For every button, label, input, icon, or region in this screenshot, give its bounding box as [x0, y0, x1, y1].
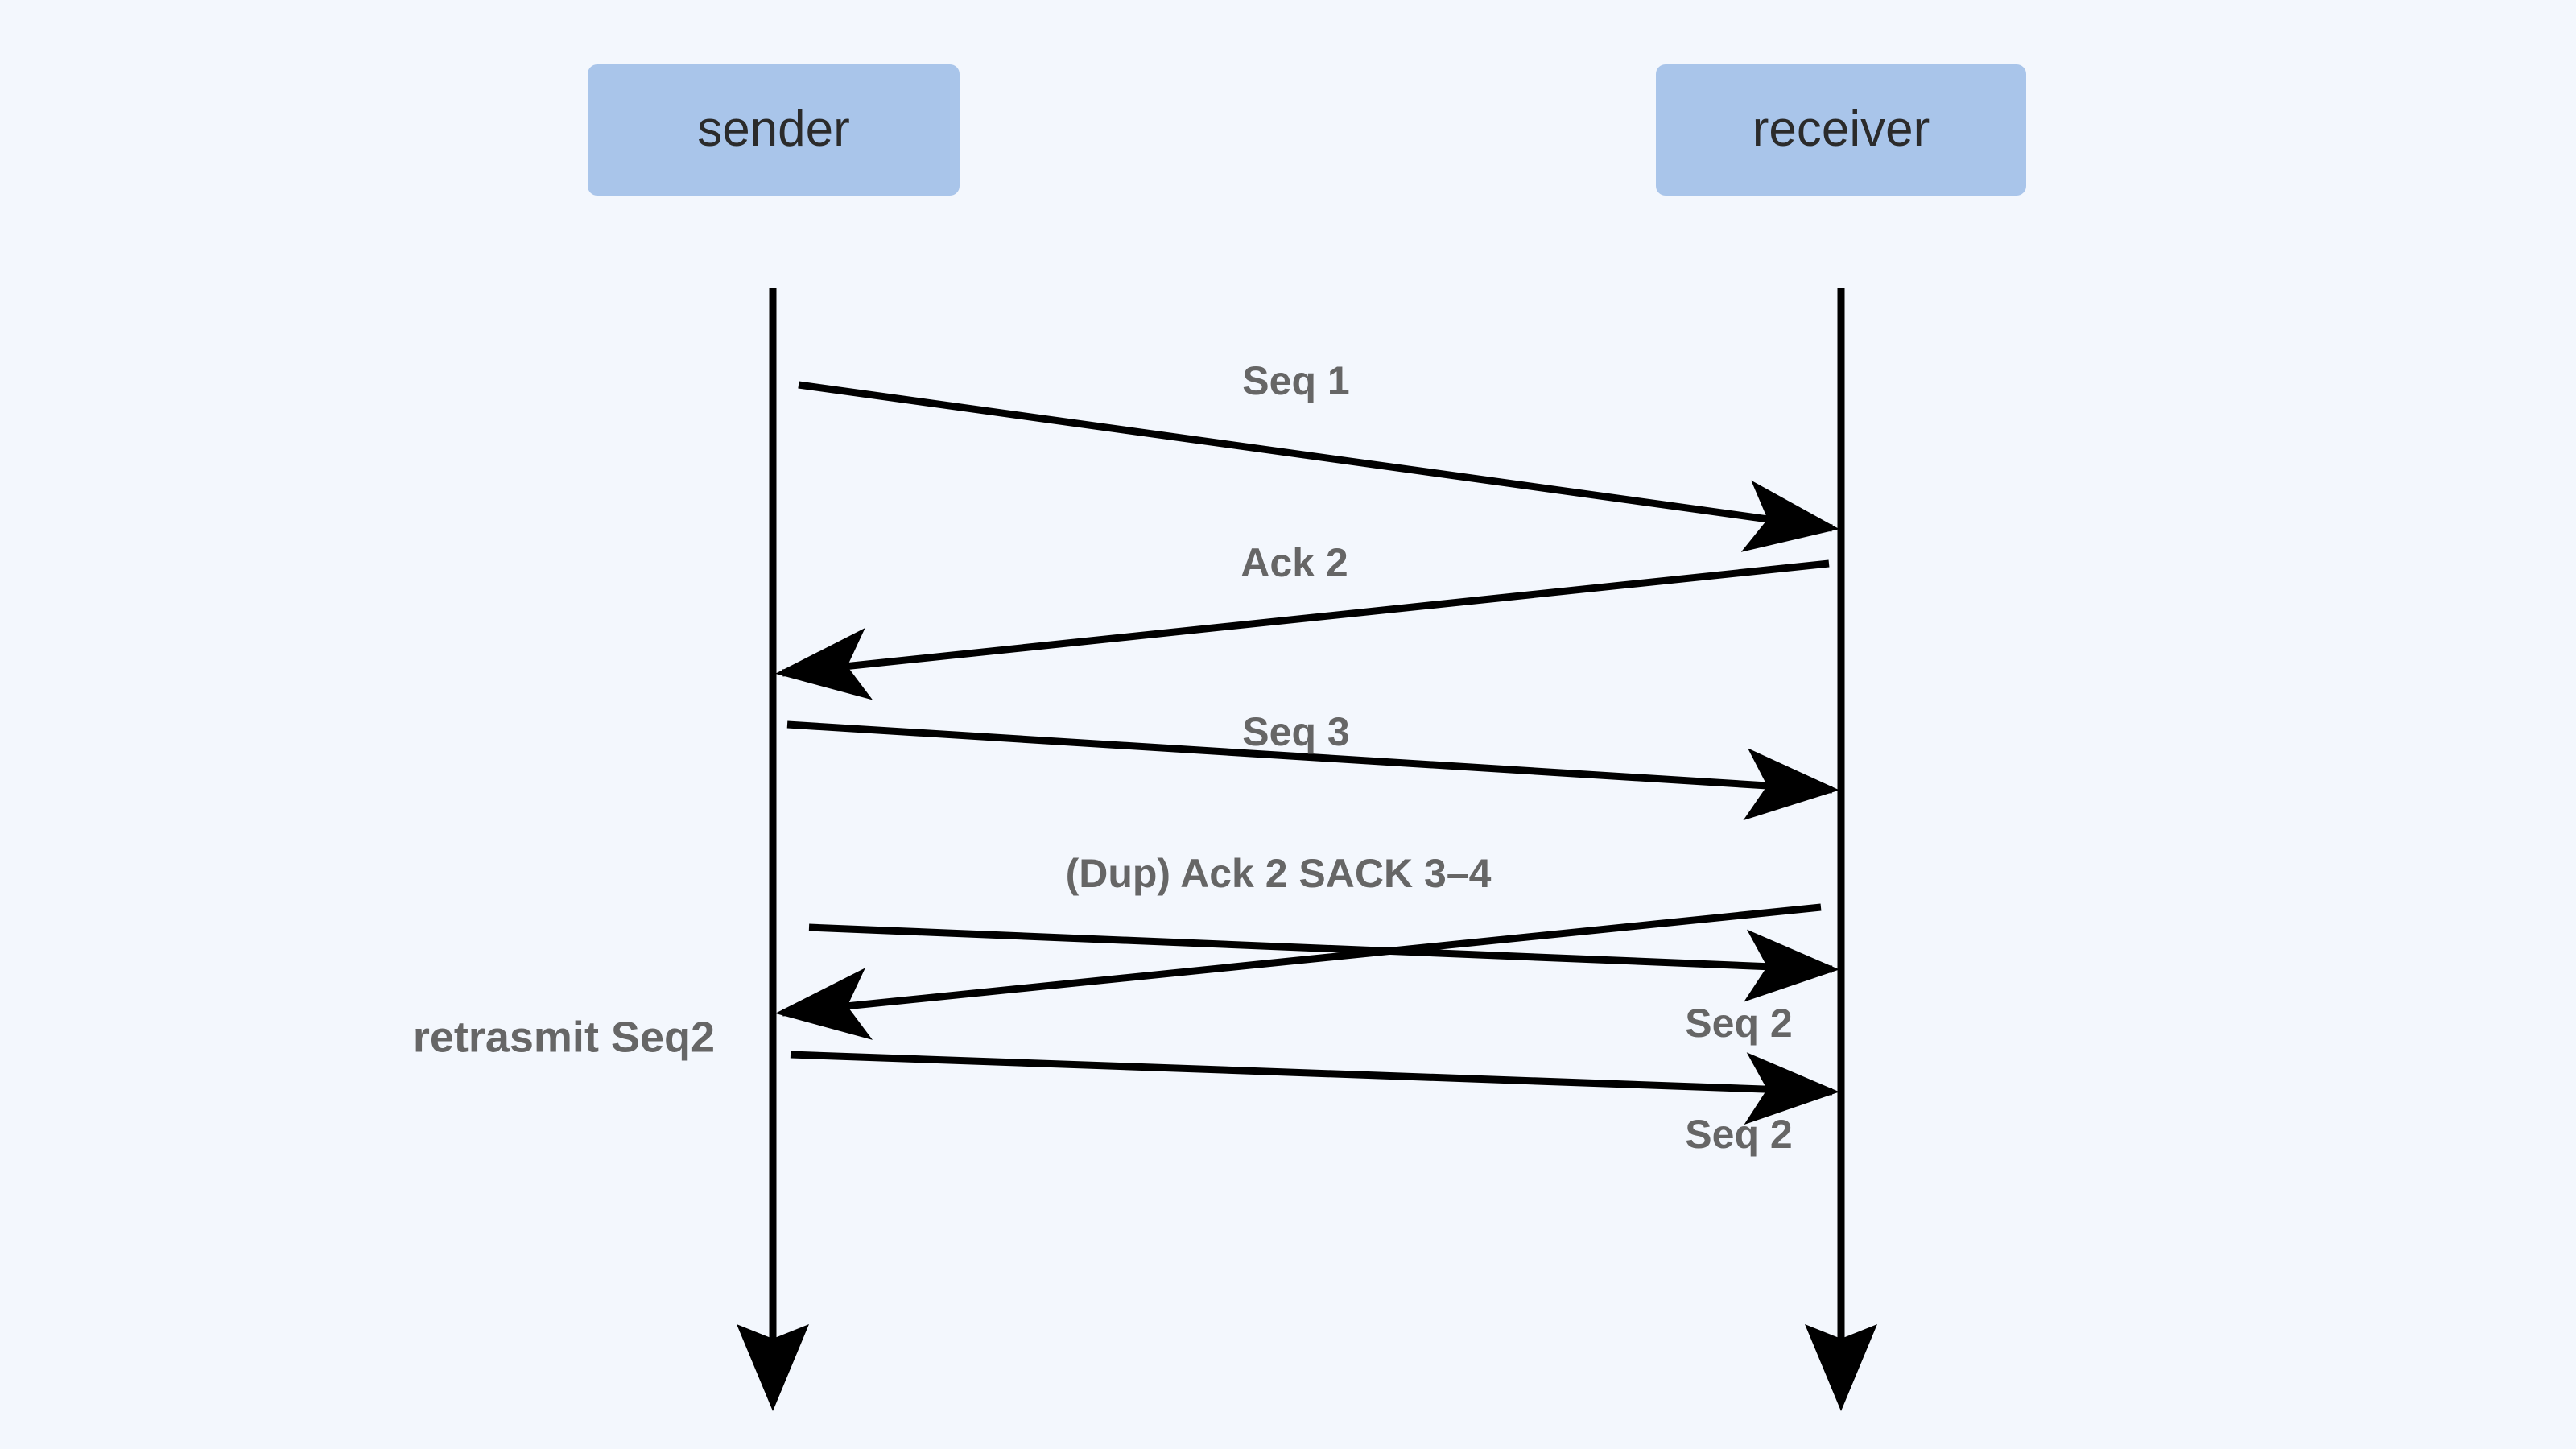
notes-group: retrasmit Seq2 [413, 1013, 715, 1061]
message-msg-seq-3: Seq 3 [786, 709, 1839, 821]
message-msg-seq-1: Seq 1 [798, 358, 1839, 552]
participant-label-sender: sender [697, 101, 850, 157]
message-arrow-msg-seq-3 [786, 720, 1839, 821]
message-arrow-msg-seq-1 [798, 381, 1839, 552]
message-label-msg-seq-3: Seq 3 [1242, 709, 1349, 754]
message-label-msg-seq-1: Seq 1 [1242, 358, 1349, 403]
note-note-retransmit: retrasmit Seq2 [413, 1013, 715, 1061]
message-label-msg-ack-2: Ack 2 [1241, 540, 1348, 585]
participant-sender[interactable]: sender [588, 64, 960, 196]
message-arrow-msg-seq-2-crossing [808, 923, 1839, 1002]
message-label-msg-dup-ack-2-sack: (Dup) Ack 2 SACK 3–4 [1066, 851, 1492, 896]
participant-box-sender[interactable] [588, 64, 960, 196]
message-label-msg-seq-2-retransmit: Seq 2 [1685, 1112, 1792, 1157]
message-label-msg-seq-2-crossing: Seq 2 [1685, 1001, 1792, 1046]
message-arrow-msg-ack-2 [775, 559, 1830, 700]
message-msg-seq-2-retransmit: Seq 2 [790, 1051, 1839, 1157]
message-msg-dup-ack-2-sack: (Dup) Ack 2 SACK 3–4 [775, 851, 1822, 1040]
lifelines-group [737, 288, 1877, 1411]
participants-group: sender receiver [588, 64, 2026, 196]
message-msg-seq-2-crossing: Seq 2 [808, 923, 1839, 1046]
message-msg-ack-2: Ack 2 [775, 540, 1830, 700]
message-arrow-msg-dup-ack-2-sack [775, 903, 1822, 1040]
participant-receiver[interactable]: receiver [1656, 64, 2026, 196]
participant-box-receiver[interactable] [1656, 64, 2026, 196]
message-arrow-msg-seq-2-retransmit [790, 1051, 1839, 1125]
participant-label-receiver: receiver [1752, 101, 1930, 157]
